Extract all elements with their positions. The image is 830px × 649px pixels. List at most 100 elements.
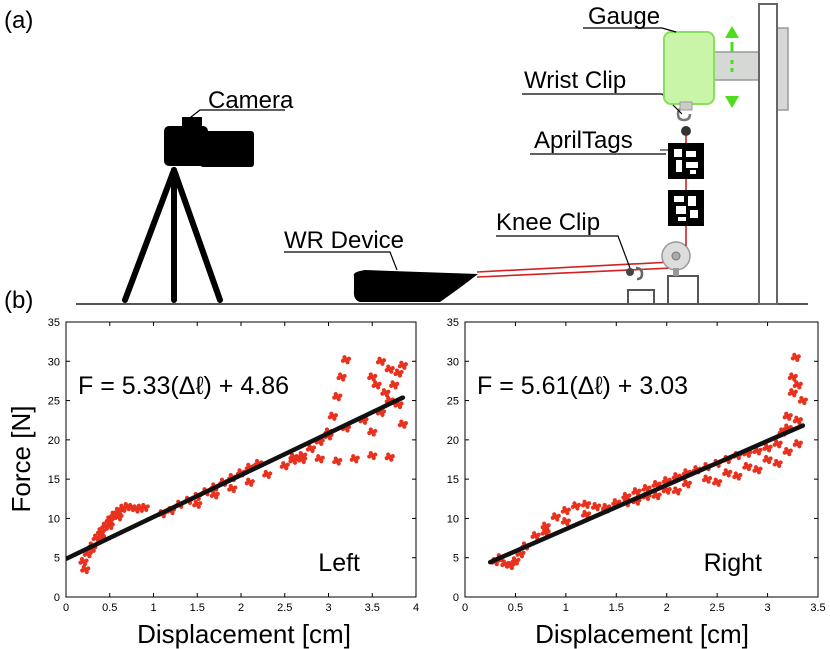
data-point <box>377 356 382 361</box>
data-point <box>329 411 334 416</box>
apriltag-icon <box>668 190 704 226</box>
data-point <box>661 489 666 494</box>
x-tick-label: 1 <box>563 602 569 614</box>
x-tick-label: 0.5 <box>508 602 523 614</box>
data-point <box>706 479 711 484</box>
data-point <box>756 470 762 475</box>
data-point <box>509 565 514 571</box>
data-point <box>397 404 403 410</box>
data-point <box>521 541 527 546</box>
data-point <box>726 473 731 478</box>
data-points-left <box>66 355 408 575</box>
x-axis-label-left: Displacement [cm] <box>137 619 351 649</box>
data-point <box>84 558 89 563</box>
data-point <box>122 508 127 513</box>
data-point <box>93 533 98 538</box>
data-point <box>641 487 646 492</box>
data-point <box>119 513 124 518</box>
data-point <box>132 504 137 509</box>
data-point <box>779 427 784 432</box>
data-point <box>82 552 87 557</box>
data-point <box>511 556 517 561</box>
y-tick-label: 20 <box>48 435 60 447</box>
data-point <box>676 491 681 496</box>
data-point <box>784 423 789 428</box>
data-point <box>354 459 359 464</box>
data-point <box>505 564 510 569</box>
data-point <box>288 459 293 464</box>
data-point <box>736 455 741 461</box>
apriltags-callout: AprilTags <box>534 127 633 154</box>
x-tick-label: 2.5 <box>277 602 292 614</box>
data-point <box>784 411 789 416</box>
data-point <box>671 475 676 480</box>
data-point <box>79 557 85 562</box>
data-point <box>336 375 341 381</box>
data-point <box>284 466 289 471</box>
data-point <box>244 481 249 486</box>
side-label: Left <box>318 549 360 577</box>
data-point <box>384 368 389 373</box>
data-point <box>494 562 499 567</box>
data-point <box>332 416 337 421</box>
y-tick-label: 10 <box>447 513 459 525</box>
data-point <box>377 381 382 386</box>
gauge-body <box>663 31 715 105</box>
data-point <box>332 459 337 465</box>
data-point <box>82 562 88 567</box>
data-point <box>122 505 127 510</box>
gauge-leader <box>583 27 677 33</box>
data-point <box>342 373 347 379</box>
data-point <box>627 493 632 498</box>
data-point <box>402 424 407 429</box>
data-point <box>542 521 547 526</box>
data-point <box>338 393 343 398</box>
camera-callout: Camera <box>208 87 294 114</box>
y-tick-label: 15 <box>48 474 60 486</box>
data-point <box>565 521 570 527</box>
knee-clip-leader <box>496 235 631 269</box>
data-point <box>565 510 570 516</box>
data-point <box>228 483 233 489</box>
data-point <box>797 444 802 449</box>
data-point <box>738 472 743 478</box>
data-point <box>91 536 96 542</box>
data-point <box>743 461 749 467</box>
data-point <box>327 415 332 420</box>
wr-device-icon <box>353 270 478 302</box>
data-point <box>364 417 369 422</box>
data-point <box>516 557 521 562</box>
data-point <box>789 372 794 377</box>
knee-clip-icon <box>626 266 644 281</box>
data-point <box>349 457 354 462</box>
data-point <box>506 560 511 566</box>
data-point <box>716 482 721 487</box>
data-point <box>562 505 567 511</box>
x-tick-label: 0.5 <box>102 602 117 614</box>
x-tick-label: 3.5 <box>810 602 825 614</box>
data-point <box>320 438 325 443</box>
data-point <box>795 357 800 362</box>
data-point <box>784 447 789 452</box>
data-point <box>209 493 214 498</box>
data-point <box>656 496 661 501</box>
data-point <box>141 502 146 508</box>
data-point <box>310 448 315 454</box>
data-point <box>393 403 398 408</box>
data-point <box>109 525 114 531</box>
data-point <box>294 454 299 459</box>
data-point <box>576 502 582 507</box>
data-point <box>342 355 347 360</box>
data-point <box>787 416 792 421</box>
data-point <box>380 412 385 417</box>
data-point <box>298 454 303 460</box>
data-point <box>763 454 769 460</box>
data-point <box>797 420 802 425</box>
data-point <box>586 501 592 506</box>
data-point <box>250 479 255 484</box>
data-point <box>788 413 793 418</box>
data-point <box>530 534 535 539</box>
data-point <box>635 501 641 506</box>
data-point <box>117 517 123 522</box>
